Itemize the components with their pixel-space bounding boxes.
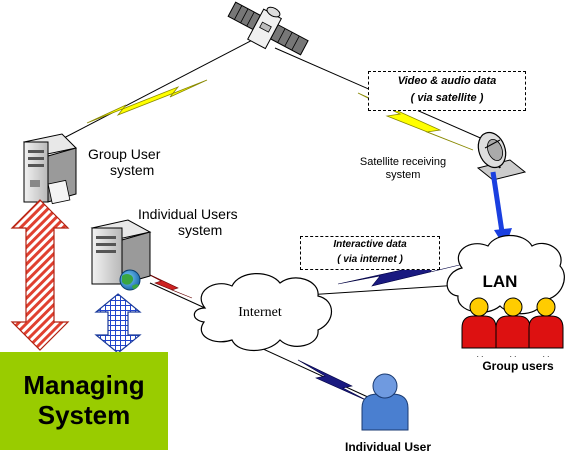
satellite-dish-icon [476, 131, 527, 181]
interactive-data-note-line1: Interactive data [333, 239, 407, 250]
video-audio-note-line1: Video & audio data [397, 75, 497, 87]
video-audio-note-line2: ( via satellite ) [410, 92, 484, 104]
managing-system-label-line2: System [37, 400, 131, 430]
globe-icon [119, 269, 141, 291]
svg-text:. .: . . [543, 350, 550, 359]
group-managing-arrow [10, 199, 70, 351]
link-line-individual-internet [149, 282, 206, 309]
lightning-link-icon [139, 269, 193, 299]
lightning-link-icon [86, 79, 208, 124]
cloud-icon [446, 234, 565, 315]
group-user-system-label-line1: Group User [88, 146, 161, 162]
satellite-receiving-label-line1: Satellite receiving [359, 156, 447, 168]
individual-users-system-label-line1: Individual Users [138, 206, 238, 222]
person-icon [495, 297, 531, 349]
person-icon [528, 297, 564, 349]
group-users-icon: . . . . . . [461, 297, 564, 359]
satellite-receiving-label: Satellite receiving system [348, 156, 458, 181]
lightning-link-icon [297, 359, 371, 403]
group-user-system-label: Group User system [88, 146, 160, 178]
individual-managing-arrow [94, 293, 142, 354]
interactive-data-note: Interactive data ( via internet ) [300, 236, 440, 270]
satellite-icon [227, 1, 309, 56]
lan-label: LAN [482, 272, 518, 291]
cloud-icon [193, 273, 333, 352]
person-icon [461, 297, 497, 349]
satellite-receiving-label-line2: system [385, 168, 421, 181]
individual-user-label: Individual User [344, 440, 432, 454]
individual-users-system-label-line2: system [178, 222, 223, 239]
internet-label: Internet [238, 305, 282, 320]
person-icon [361, 373, 409, 431]
server-icon [22, 133, 78, 205]
video-audio-note: Video & audio data ( via satellite ) [368, 71, 526, 111]
individual-users-system-label: Individual Users system [138, 206, 238, 238]
svg-text:. .: . . [477, 350, 484, 359]
svg-text:. .: . . [510, 350, 517, 359]
interactive-data-note-line2: ( via internet ) [337, 254, 403, 265]
link-line-group-satellite [59, 34, 263, 141]
managing-system-box: Managing System [0, 352, 168, 450]
group-users-label: Group users [482, 359, 554, 373]
managing-system-label-line1: Managing [23, 370, 145, 401]
group-user-system-label-line2: system [110, 162, 155, 179]
